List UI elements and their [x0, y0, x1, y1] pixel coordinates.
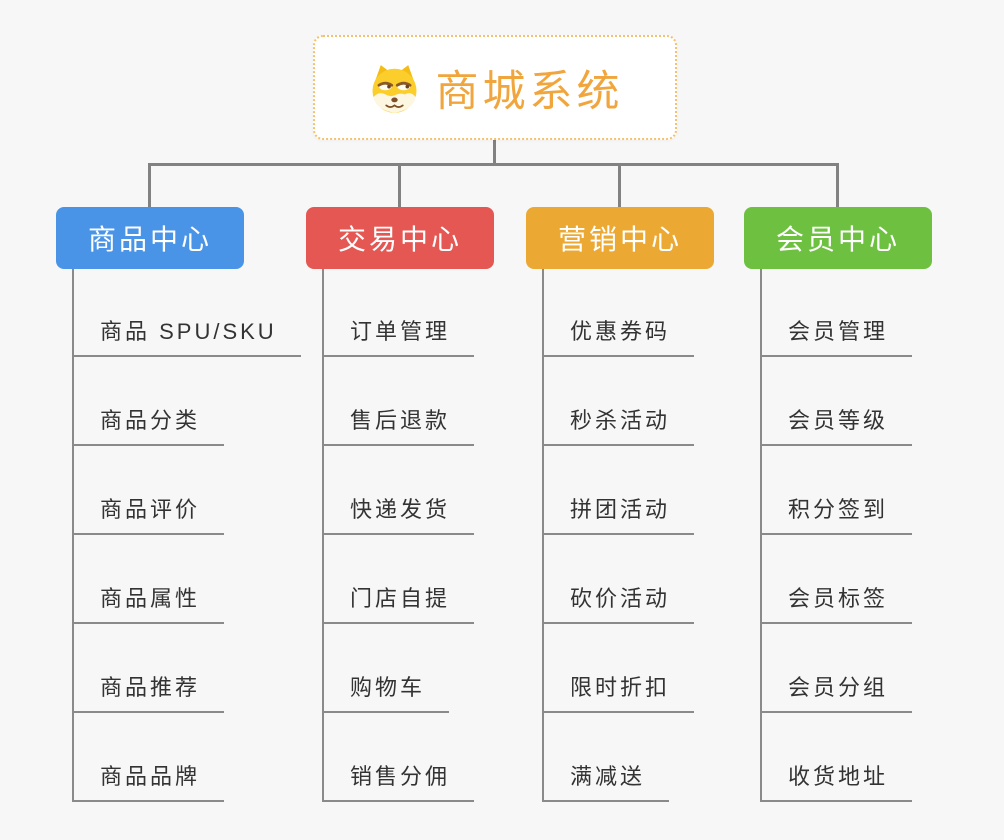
branch-node-trade-center[interactable]: 交易中心 [306, 207, 494, 269]
leaf-node[interactable]: 销售分佣 [322, 762, 475, 802]
leaf-node[interactable]: 购物车 [322, 673, 450, 713]
leaf-node[interactable]: 商品评价 [72, 495, 225, 535]
leaf-node[interactable]: 门店自提 [322, 584, 475, 624]
leaf-node[interactable]: 商品品牌 [72, 762, 225, 802]
leaf-node[interactable]: 优惠券码 [542, 317, 695, 357]
branch-trunk-line [542, 269, 544, 802]
leaf-node[interactable]: 商品分类 [72, 406, 225, 446]
connector-root-drop [493, 140, 496, 166]
branch-node-goods-center[interactable]: 商品中心 [56, 207, 244, 269]
leaf-node[interactable]: 商品属性 [72, 584, 225, 624]
connector-drop-1 [148, 163, 151, 207]
leaf-node[interactable]: 快递发货 [322, 495, 475, 535]
leaf-node[interactable]: 会员标签 [760, 584, 913, 624]
root-node-label: 商城系统 [435, 67, 624, 116]
leaf-node[interactable]: 商品推荐 [72, 673, 225, 713]
leaf-node[interactable]: 售后退款 [322, 406, 475, 446]
leaf-node[interactable]: 会员等级 [760, 406, 913, 446]
leaf-node[interactable]: 积分签到 [760, 495, 913, 535]
connector-drop-3 [618, 163, 621, 207]
leaf-node[interactable]: 限时折扣 [542, 673, 695, 713]
branch-trunk-line [322, 269, 324, 802]
root-node[interactable]: 商城系统 [313, 35, 677, 140]
leaf-node[interactable]: 订单管理 [322, 317, 475, 357]
leaf-node[interactable]: 收货地址 [760, 762, 913, 802]
leaf-node[interactable]: 拼团活动 [542, 495, 695, 535]
leaf-node[interactable]: 会员分组 [760, 673, 913, 713]
branch-trunk-line [72, 269, 74, 802]
branch-node-marketing-center[interactable]: 营销中心 [526, 207, 714, 269]
leaf-node[interactable]: 砍价活动 [542, 584, 695, 624]
connector-horizontal [148, 163, 839, 166]
leaf-node[interactable]: 秒杀活动 [542, 406, 695, 446]
leaf-node[interactable]: 商品 SPU/SKU [72, 317, 301, 357]
connector-drop-2 [398, 163, 401, 207]
shiba-dog-icon [372, 64, 416, 113]
leaf-node[interactable]: 满减送 [542, 762, 670, 802]
branch-trunk-line [760, 269, 762, 802]
connector-drop-4 [836, 163, 839, 207]
branch-node-member-center[interactable]: 会员中心 [744, 207, 932, 269]
leaf-node[interactable]: 会员管理 [760, 317, 913, 357]
